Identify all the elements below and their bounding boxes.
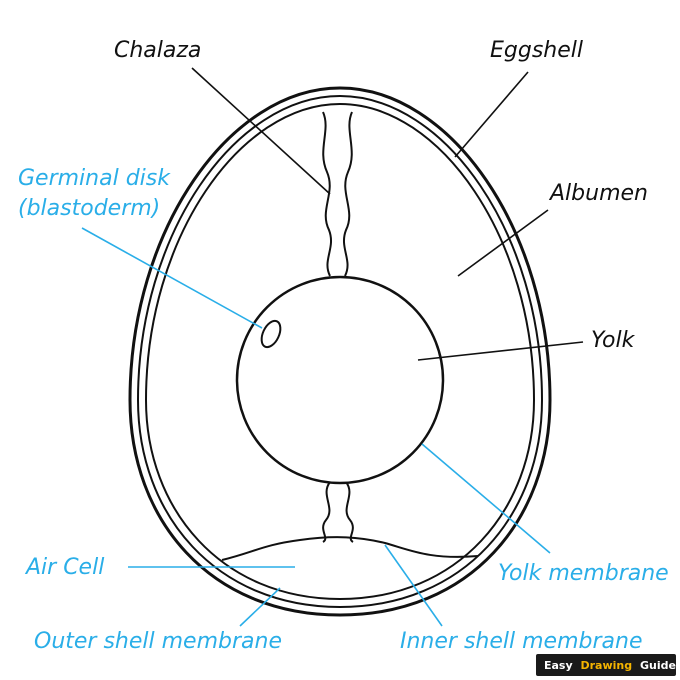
eggshell-outline [128, 86, 552, 617]
germinal-leader [81, 227, 263, 329]
svg-text:Easy Drawing Guide: Easy Drawing Guides [544, 659, 680, 672]
lower-chalaza-right [345, 481, 354, 543]
albumen-leader [457, 209, 549, 277]
outer-shell-membrane-outline [136, 94, 544, 609]
brand-badge: Easy Drawing Guides [536, 654, 680, 676]
air-cell-outline [221, 536, 479, 561]
label-germinal-disk: Germinal disk [18, 166, 171, 191]
upper-chalaza [322, 111, 332, 277]
brand-word-drawing: Drawing [581, 659, 633, 672]
yolk-leader [417, 341, 584, 361]
label-outer-shell-membrane: Outer shell membrane [34, 629, 282, 654]
label-inner-shell-membrane: Inner shell membrane [400, 629, 642, 654]
eggshell-leader [454, 71, 529, 158]
upper-chalaza-right [343, 111, 353, 277]
inner-membrane-leader [384, 544, 443, 627]
label-yolk: Yolk [591, 328, 636, 353]
inner-shell-membrane-outline [144, 102, 536, 601]
yolk-circle [235, 275, 445, 485]
chalaza-leader [191, 67, 331, 195]
yolk-membrane-leader [421, 443, 551, 554]
brand-word-easy: Easy [544, 659, 573, 672]
label-yolk-membrane: Yolk membrane [498, 561, 669, 586]
lower-chalaza [322, 481, 331, 543]
label-blastoderm: (blastoderm) [18, 196, 160, 221]
brand-word-guides: Guides [640, 659, 680, 672]
label-albumen: Albumen [548, 181, 648, 206]
germinal-disk [260, 319, 282, 349]
label-air-cell: Air Cell [24, 555, 104, 580]
label-eggshell: Eggshell [490, 38, 583, 63]
outer-membrane-leader [239, 587, 281, 627]
label-chalaza: Chalaza [114, 38, 201, 63]
